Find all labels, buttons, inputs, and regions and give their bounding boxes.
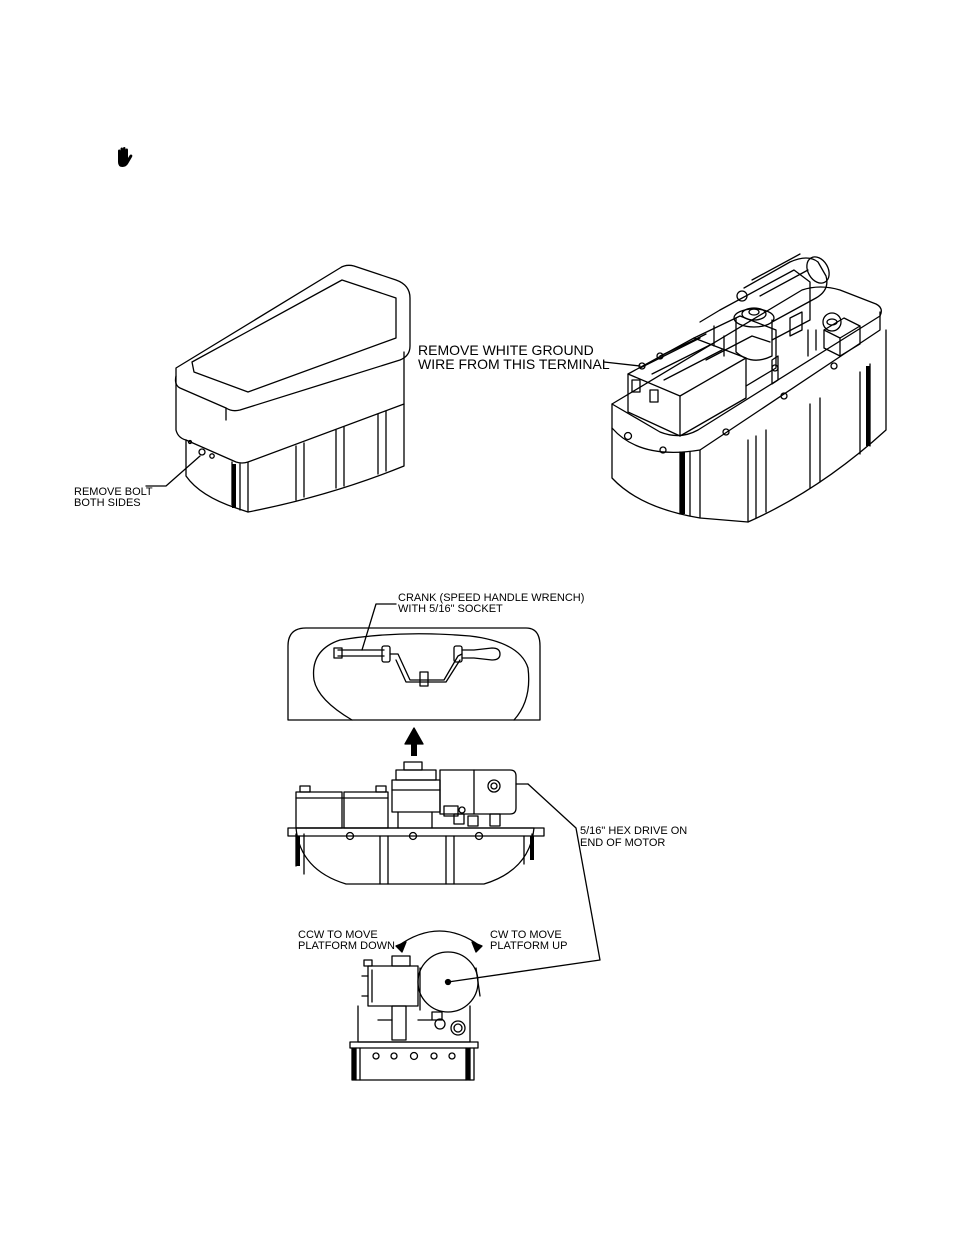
ccw-label-line2: PLATFORM DOWN: [298, 940, 395, 952]
remove-ground-label-line2: WIRE FROM THIS TERMINAL: [418, 357, 610, 371]
hex-drive-label-line2: END OF MOTOR: [580, 837, 665, 849]
uncovered-lift-unit: [604, 253, 886, 522]
hex-drive-label-line1: 5/16" HEX DRIVE ON: [580, 825, 687, 837]
shadow-strips: [232, 366, 870, 1080]
remove-bolt-label-line2: BOTH SIDES: [74, 497, 141, 509]
motor-end-view: [350, 931, 482, 1080]
cw-label-line2: PLATFORM UP: [490, 940, 567, 952]
crank-label-line2: WITH 5/16" SOCKET: [398, 603, 503, 615]
covered-lift-unit: [146, 265, 410, 512]
cover-with-crank: [288, 604, 540, 720]
remove-ground-label-line1: REMOVE WHITE GROUND: [418, 343, 594, 357]
